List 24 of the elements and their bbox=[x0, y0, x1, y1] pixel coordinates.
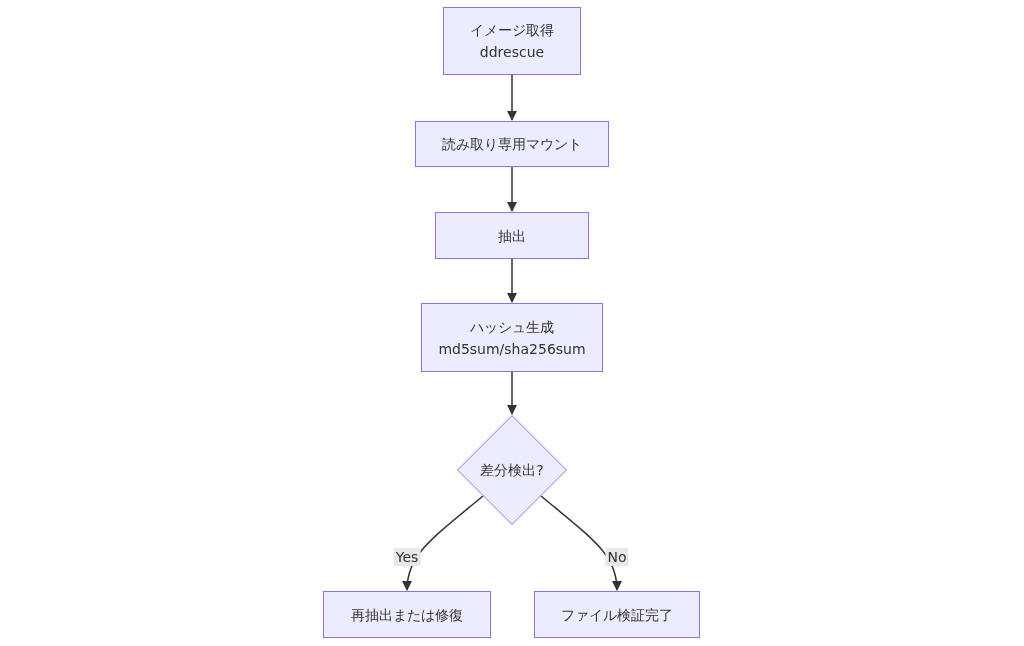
arrow bbox=[402, 495, 484, 591]
process-box bbox=[421, 303, 603, 372]
process-box bbox=[435, 212, 589, 259]
edge-label: Yes bbox=[393, 548, 421, 566]
arrow bbox=[540, 495, 622, 591]
box-text: 再抽出または修復 bbox=[351, 605, 463, 625]
box-text: ファイル検証完了 bbox=[561, 605, 673, 625]
box-text: ddrescue bbox=[479, 43, 545, 62]
arrow bbox=[507, 74, 517, 121]
box-text: 差分検出? bbox=[480, 461, 544, 480]
box-text: ハッシュ生成 bbox=[470, 317, 554, 337]
arrow bbox=[507, 166, 517, 212]
process-box bbox=[415, 121, 609, 167]
process-box bbox=[323, 591, 491, 638]
box-text: 読み取り専用マウント bbox=[442, 135, 582, 154]
arrow bbox=[507, 371, 517, 415]
box-text: 抽出 bbox=[498, 226, 526, 246]
process-box bbox=[534, 591, 700, 638]
box-text: イメージ取得 bbox=[470, 21, 554, 40]
arrow bbox=[507, 258, 517, 303]
decision-diamond bbox=[457, 415, 567, 525]
box-text: md5sum/sha256sum bbox=[438, 339, 586, 359]
process-box bbox=[443, 7, 581, 75]
edge-label: No bbox=[605, 548, 629, 566]
